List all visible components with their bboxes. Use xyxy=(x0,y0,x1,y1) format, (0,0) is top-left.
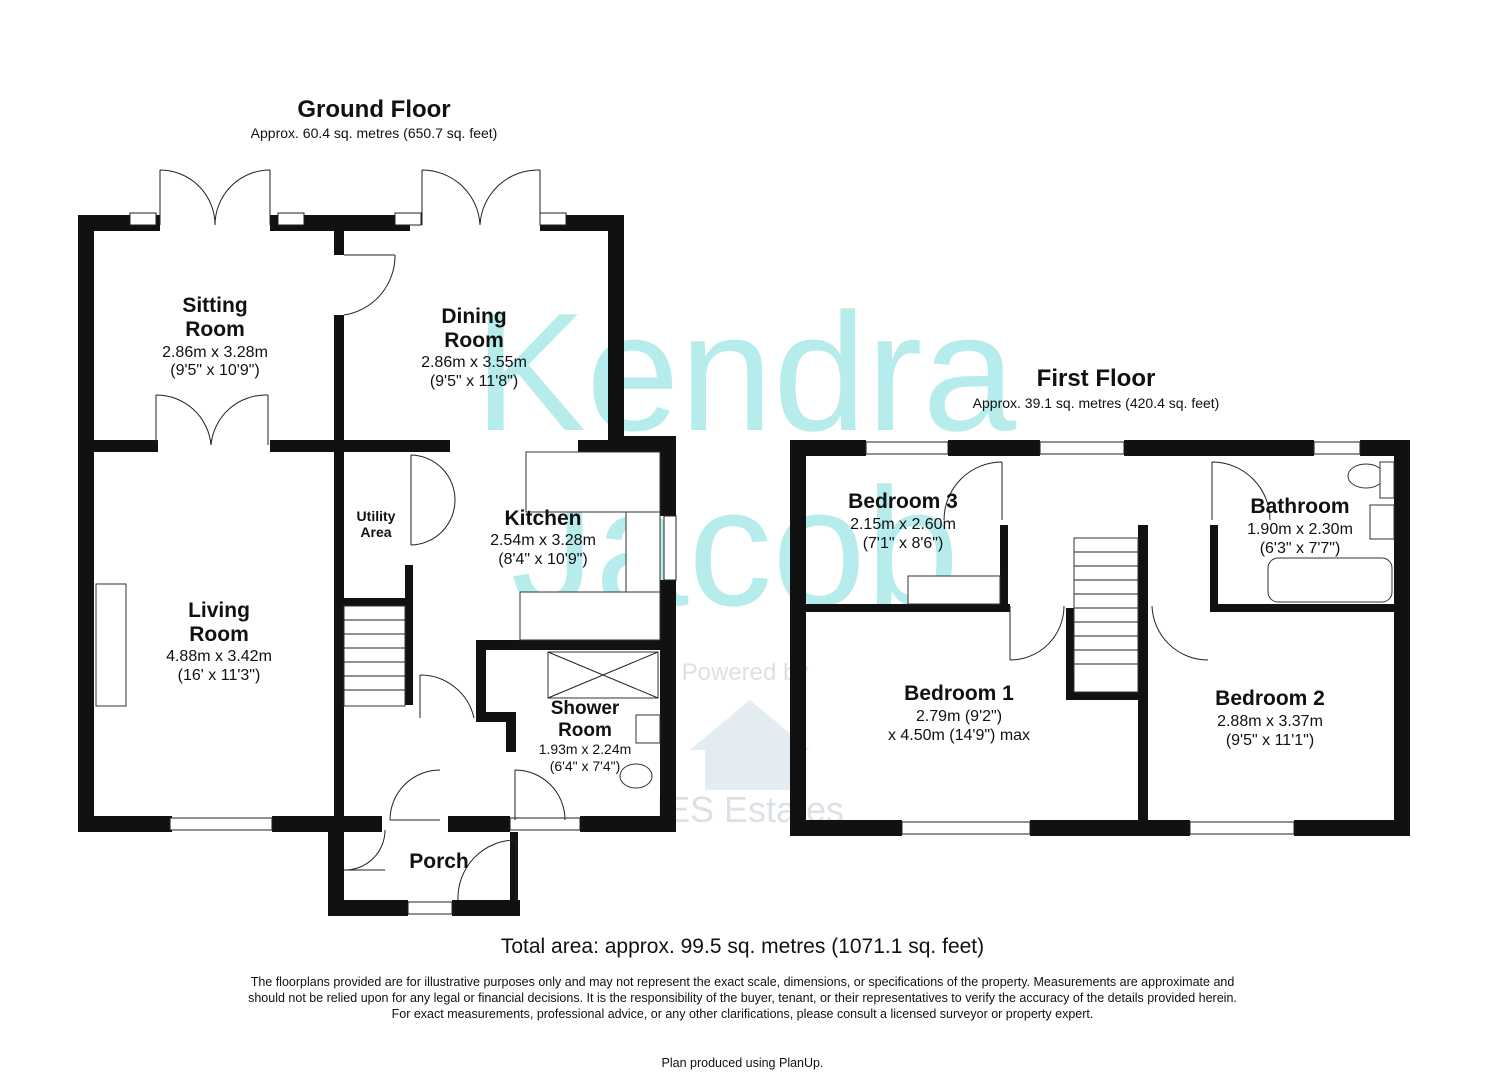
ground-floor-walls xyxy=(78,215,676,916)
room-dining: Dining Room 2.86m x 3.55m (9'5" x 11'8") xyxy=(421,305,527,390)
room-bedroom2: Bedroom 2 2.88m x 3.37m (9'5" x 11'1") xyxy=(1215,687,1325,749)
kitchen-counter-lower-icon xyxy=(519,591,661,641)
room-bedroom3-dim1: 2.15m x 2.60m xyxy=(850,516,956,533)
bathtub-icon xyxy=(1267,557,1393,603)
total-area: Total area: approx. 99.5 sq. metres (107… xyxy=(500,935,985,958)
bath-basin-icon xyxy=(1369,504,1395,540)
room-bedroom2-dim1: 2.88m x 3.37m xyxy=(1217,713,1323,730)
room-dining-dim1: 2.86m x 3.55m xyxy=(421,354,527,371)
room-bathroom: Bathroom 1.90m x 2.30m (6'3" x 7'7") xyxy=(1247,495,1353,557)
disclaimer-text: The floorplans provided are for illustra… xyxy=(248,975,1237,1021)
first-floor-fixtures xyxy=(907,461,1395,693)
room-bedroom1: Bedroom 1 2.79m (9'2") x 4.50m (14'9") m… xyxy=(888,682,1030,744)
bath-toilet-icon xyxy=(1347,463,1385,489)
room-bedroom2-dim2: (9'5" x 11'1") xyxy=(1226,732,1314,749)
ground-floor-windows xyxy=(129,212,677,915)
room-bedroom2-name1: Bedroom 2 xyxy=(1215,687,1325,710)
ground-stairs-icon xyxy=(343,605,406,707)
first-floor-area: Approx. 39.1 sq. metres (420.4 sq. feet) xyxy=(973,395,1220,411)
basin-icon xyxy=(635,714,661,744)
room-shower-dim2: (6'4" x 7'4") xyxy=(550,758,621,774)
room-kitchen-dim1: 2.54m x 3.28m xyxy=(490,532,596,549)
room-bedroom1-dim1: 2.79m (9'2") xyxy=(916,708,1002,725)
room-bedroom3-dim2: (7'1" x 8'6") xyxy=(863,535,944,552)
room-bedroom3-name1: Bedroom 3 xyxy=(848,490,958,513)
ground-floor-doors xyxy=(155,169,566,901)
ground-floor-fixtures xyxy=(95,451,661,789)
ground-floor-area: Approx. 60.4 sq. metres (650.7 sq. feet) xyxy=(251,125,498,141)
room-sitting-dim2: (9'5" x 10'9") xyxy=(170,362,260,379)
room-living: Living Room 4.88m x 3.42m (16' x 11'3") xyxy=(166,599,272,684)
room-living-name2: Room xyxy=(189,623,249,646)
room-porch: Porch xyxy=(409,850,469,873)
room-porch-name1: Porch xyxy=(409,850,469,873)
room-dining-dim2: (9'5" x 11'8") xyxy=(430,373,518,390)
room-dining-name1: Dining xyxy=(441,305,506,328)
room-utility-name2: Area xyxy=(360,524,391,540)
first-stairs-icon xyxy=(1073,537,1139,693)
room-dining-name2: Room xyxy=(444,329,504,352)
watermark-brand-line1: Kendra xyxy=(474,278,1016,466)
watermark-powered-by: Powered by xyxy=(682,659,809,686)
first-floor-windows xyxy=(865,441,1361,835)
room-sitting-name1: Sitting xyxy=(182,294,247,317)
room-sitting-dim1: 2.86m x 3.28m xyxy=(162,344,268,361)
room-kitchen-name1: Kitchen xyxy=(504,507,581,530)
room-living-dim1: 4.88m x 3.42m xyxy=(166,648,272,665)
room-utility: Utility Area xyxy=(357,508,396,540)
room-bathroom-dim2: (6'3" x 7'7") xyxy=(1260,540,1341,557)
room-living-dim2: (16' x 11'3") xyxy=(178,667,261,684)
wardrobe-icon xyxy=(907,575,1001,605)
room-kitchen: Kitchen 2.54m x 3.28m (8'4" x 10'9") xyxy=(490,507,596,568)
room-utility-name1: Utility xyxy=(357,508,396,524)
fireplace-icon xyxy=(95,583,127,707)
house-logo-icon xyxy=(690,700,810,790)
room-shower-name1: Shower xyxy=(551,698,620,719)
room-bathroom-dim1: 1.90m x 2.30m xyxy=(1247,521,1353,538)
room-living-name1: Living xyxy=(188,599,250,622)
room-sitting: Sitting Room 2.86m x 3.28m (9'5" x 10'9"… xyxy=(162,294,268,379)
room-sitting-name2: Room xyxy=(185,318,245,341)
room-kitchen-dim2: (8'4" x 10'9") xyxy=(498,551,588,568)
first-floor-doors xyxy=(943,461,1271,661)
toilet-icon xyxy=(619,763,653,789)
room-bathroom-name1: Bathroom xyxy=(1250,495,1349,518)
room-bedroom1-name1: Bedroom 1 xyxy=(904,682,1014,705)
kitchen-sink-icon xyxy=(625,511,661,593)
kitchen-counter-icon xyxy=(525,451,661,513)
room-bedroom3: Bedroom 3 2.15m x 2.60m (7'1" x 8'6") xyxy=(848,490,958,552)
room-shower: Shower Room 1.93m x 2.24m (6'4" x 7'4") xyxy=(539,698,632,774)
room-shower-dim1: 1.93m x 2.24m xyxy=(539,741,632,757)
room-shower-name2: Room xyxy=(558,720,612,741)
ground-floor-title: Ground Floor xyxy=(297,96,450,123)
produced-by: Plan produced using PlanUp. xyxy=(661,1056,824,1070)
room-bedroom1-dim2: x 4.50m (14'9") max xyxy=(888,727,1030,744)
first-floor-walls xyxy=(790,440,1410,836)
first-floor-title: First Floor xyxy=(1037,365,1156,392)
